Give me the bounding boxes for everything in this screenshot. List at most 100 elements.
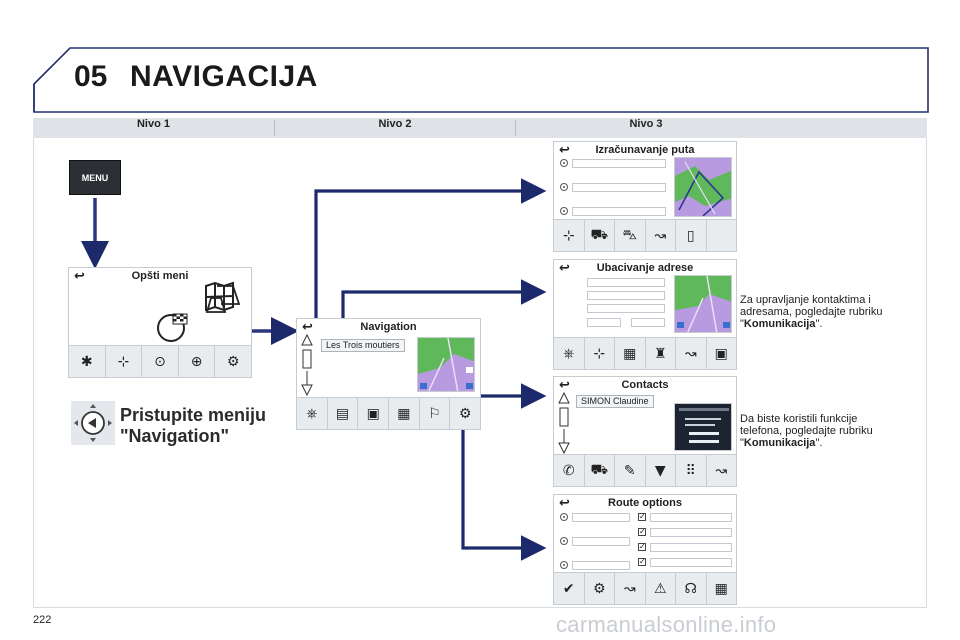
destination-tag[interactable]: Les Trois moutiers bbox=[321, 339, 405, 352]
option-checkbox[interactable]: ✓ bbox=[638, 527, 646, 536]
navigation-flag-icon bbox=[157, 313, 188, 342]
save-icon[interactable]: ▣ bbox=[714, 345, 728, 362]
address-field[interactable] bbox=[587, 278, 665, 287]
list-scroll-icon[interactable] bbox=[557, 391, 571, 455]
route-radio[interactable] bbox=[560, 159, 568, 167]
route-options-screen: ↩ Route options ✓ ✓ ✓ ✓ ✔ ⚙ ↝ ⚠ ☊ ▦ bbox=[553, 494, 737, 605]
bluetooth-icon[interactable]: ✱ bbox=[69, 346, 106, 377]
contact-card-image bbox=[674, 403, 732, 451]
option-checkbox[interactable]: ✓ bbox=[638, 512, 646, 521]
building-icon[interactable]: ♜ bbox=[646, 338, 676, 369]
level-2-label: Nivo 2 bbox=[378, 118, 412, 130]
route-icon[interactable]: ↝ bbox=[715, 462, 728, 479]
route-calc-icon[interactable]: ⎈ bbox=[297, 398, 328, 429]
contacts-iconbar: ✆ ⛟ ✎ ▼ ⠿ ↝ bbox=[554, 454, 736, 486]
address-iconbar: ⎈ ⊹ ▦ ♜ ↝ ▣ bbox=[554, 337, 736, 369]
address-field[interactable] bbox=[587, 291, 665, 300]
navigation-map[interactable] bbox=[417, 337, 475, 392]
address-map[interactable] bbox=[674, 275, 732, 333]
option-radio[interactable] bbox=[560, 513, 568, 521]
route-calc-icon[interactable]: ⎈ bbox=[554, 338, 585, 369]
route-icon[interactable]: ↝ bbox=[676, 338, 707, 369]
route-radio[interactable] bbox=[560, 207, 568, 215]
option-field[interactable] bbox=[650, 513, 732, 522]
quote-mark: ". bbox=[815, 318, 823, 330]
option-field[interactable] bbox=[650, 558, 732, 567]
back-icon[interactable]: ↩ bbox=[559, 496, 570, 511]
option-field[interactable] bbox=[650, 528, 732, 537]
call-icon[interactable]: ✆ bbox=[554, 455, 585, 486]
address-entry-icon[interactable]: ▤ bbox=[328, 398, 359, 429]
route-options-iconbar: ✔ ⚙ ↝ ⚠ ☊ ▦ bbox=[554, 572, 736, 604]
route-map[interactable] bbox=[674, 157, 732, 217]
route-icon[interactable]: ↝ bbox=[615, 573, 646, 604]
option-field[interactable] bbox=[650, 543, 732, 552]
route-icon[interactable]: ↝ bbox=[646, 220, 676, 251]
settings-icon[interactable]: ⚙ bbox=[585, 573, 615, 604]
page-number: 222 bbox=[33, 614, 52, 626]
confirm-icon[interactable]: ✔ bbox=[554, 573, 585, 604]
clipboard-icon[interactable]: ▯ bbox=[676, 220, 707, 251]
quote-mark: ". bbox=[815, 437, 823, 449]
back-icon[interactable]: ↩ bbox=[302, 320, 313, 335]
globe-icon[interactable]: ⊕ bbox=[179, 346, 216, 377]
phone-note-line-2: telefona, pogledajte rubriku bbox=[740, 425, 873, 437]
phone-note: Da biste koristili funkcije telefona, po… bbox=[740, 413, 873, 449]
car-icon[interactable]: ⛟ bbox=[585, 455, 615, 486]
route-calc-iconbar: ⊹ ⛟ ⛍ ↝ ▯ bbox=[554, 219, 736, 251]
list-scroll-icon[interactable] bbox=[300, 333, 314, 397]
keypad-icon[interactable]: ⠿ bbox=[676, 455, 707, 486]
option-radio[interactable] bbox=[560, 561, 568, 569]
content-frame bbox=[33, 138, 927, 608]
phone-note-line-1: Da biste koristili funkcije bbox=[740, 413, 858, 425]
navigation-title: Navigation bbox=[360, 321, 417, 333]
traffic-icon[interactable]: ⛍ bbox=[615, 220, 646, 251]
warning-icon[interactable]: ⚠ bbox=[646, 573, 676, 604]
target-icon[interactable]: ⊹ bbox=[585, 338, 615, 369]
route-field[interactable] bbox=[572, 159, 666, 168]
back-icon[interactable]: ↩ bbox=[559, 143, 570, 158]
poi-icon[interactable]: ▦ bbox=[615, 338, 646, 369]
route-field[interactable] bbox=[572, 207, 666, 216]
car-icon[interactable]: ⛟ bbox=[585, 220, 615, 251]
contacts-icon[interactable]: ▣ bbox=[358, 398, 390, 429]
route-options-icon[interactable]: ⚙ bbox=[458, 405, 472, 422]
edit-icon[interactable]: ✎ bbox=[615, 455, 646, 486]
address-field[interactable] bbox=[587, 304, 665, 313]
back-icon[interactable]: ↩ bbox=[559, 378, 570, 393]
voice-icon[interactable]: ☊ bbox=[676, 573, 707, 604]
navigation-target-icon[interactable]: ⊹ bbox=[106, 346, 143, 377]
connectivity-icon[interactable]: ⊙ bbox=[142, 346, 179, 377]
option-checkbox[interactable]: ✓ bbox=[638, 542, 646, 551]
caption-access-navigation: Pristupite meniju "Navigation" bbox=[120, 405, 266, 447]
target-icon[interactable]: ⊹ bbox=[554, 220, 585, 251]
chapter-title: NAVIGACIJA bbox=[130, 60, 318, 93]
address-field[interactable] bbox=[587, 318, 621, 327]
phone-note-line-3: "Komunikacija". bbox=[740, 437, 873, 449]
route-field[interactable] bbox=[572, 183, 666, 192]
option-field[interactable] bbox=[572, 537, 630, 546]
contacts-note-line-1: Za upravljanje kontaktima i bbox=[740, 294, 871, 306]
general-menu-screen: ↩ Opšti meni ✱ ⊹ ⊙ ⊕ ⚙ bbox=[68, 267, 252, 378]
contacts-note-line-3: "Komunikacija". bbox=[740, 318, 882, 330]
flag-icon[interactable]: ⚐ bbox=[420, 398, 451, 429]
map-icon[interactable]: ▦ bbox=[714, 580, 728, 597]
level-divider bbox=[274, 120, 275, 136]
menu-button[interactable]: MENU bbox=[69, 160, 121, 195]
route-calc-title: Izračunavanje puta bbox=[595, 144, 695, 156]
caption-line-1: Pristupite meniju bbox=[120, 405, 267, 425]
option-field[interactable] bbox=[572, 513, 630, 522]
settings-icon[interactable]: ⚙ bbox=[226, 353, 240, 370]
map-icon[interactable]: ▦ bbox=[389, 398, 420, 429]
option-field[interactable] bbox=[572, 561, 630, 570]
address-field[interactable] bbox=[631, 318, 665, 327]
route-radio[interactable] bbox=[560, 183, 568, 191]
option-radio[interactable] bbox=[560, 537, 568, 545]
contacts-note: Za upravljanje kontaktima i adresama, po… bbox=[740, 294, 882, 330]
back-icon[interactable]: ↩ bbox=[74, 269, 85, 284]
contacts-note-line-2: adresama, pogledajte rubriku bbox=[740, 306, 883, 318]
option-checkbox[interactable]: ✓ bbox=[638, 557, 646, 566]
back-icon[interactable]: ↩ bbox=[559, 261, 570, 276]
filter-icon[interactable]: ▼ bbox=[646, 455, 676, 486]
contact-tag[interactable]: SIMON Claudine bbox=[576, 395, 654, 408]
